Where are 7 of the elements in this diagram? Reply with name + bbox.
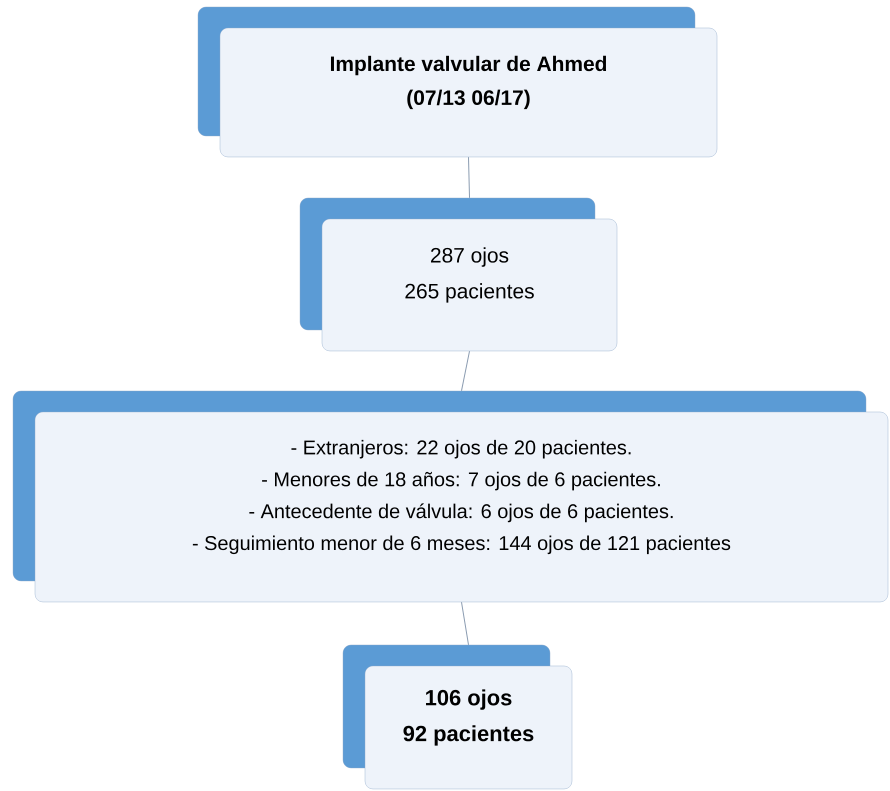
process-box: Implante valvular de Ahmed (07/13 06/17) [198,6,718,158]
process-box: - Extranjeros: 22 ojos de 20 pacientes. - Menores de 18 años: 7 ojos de 6 pacientes. - Antecedente de válvula: 6 ojos de 6 pacientes. - Seguimiento menor de 6 meses: 144 ojos de 121 pacientes [12,390,888,602]
process-box: 287 ojos 265 pacientes [300,198,618,352]
connector-line [468,156,470,198]
connector-line [461,602,469,646]
process-box: 106 ojos 92 pacientes [342,644,572,790]
connector-line [461,350,470,392]
